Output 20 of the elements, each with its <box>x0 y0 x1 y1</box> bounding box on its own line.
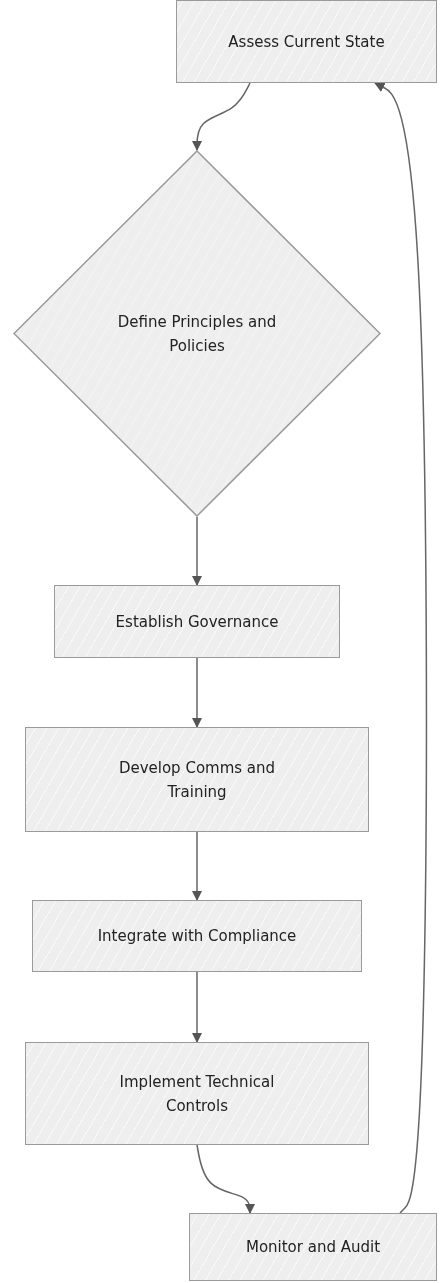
process-box <box>54 585 340 658</box>
node-label: Integrate with Compliance <box>96 926 298 947</box>
arrow <box>374 82 428 1214</box>
process-box <box>25 727 369 832</box>
arrow <box>196 1144 256 1215</box>
node-label: Assess Current State <box>227 31 386 53</box>
node-label: Establish Governance <box>114 611 280 633</box>
node-label: Develop Comms and Training <box>117 757 277 803</box>
node-label: Monitor and Audit <box>244 1237 382 1258</box>
arrow <box>191 971 203 1044</box>
process-box <box>176 0 437 83</box>
arrow <box>191 516 203 587</box>
arrow <box>191 831 203 902</box>
process-box <box>189 1213 437 1281</box>
arrow <box>191 82 251 152</box>
node-label: Define Principles and Policies <box>116 311 278 357</box>
process-box <box>32 900 362 972</box>
node-label: Implement Technical Controls <box>118 1071 276 1117</box>
process-box <box>25 1042 369 1145</box>
arrow <box>191 657 203 729</box>
